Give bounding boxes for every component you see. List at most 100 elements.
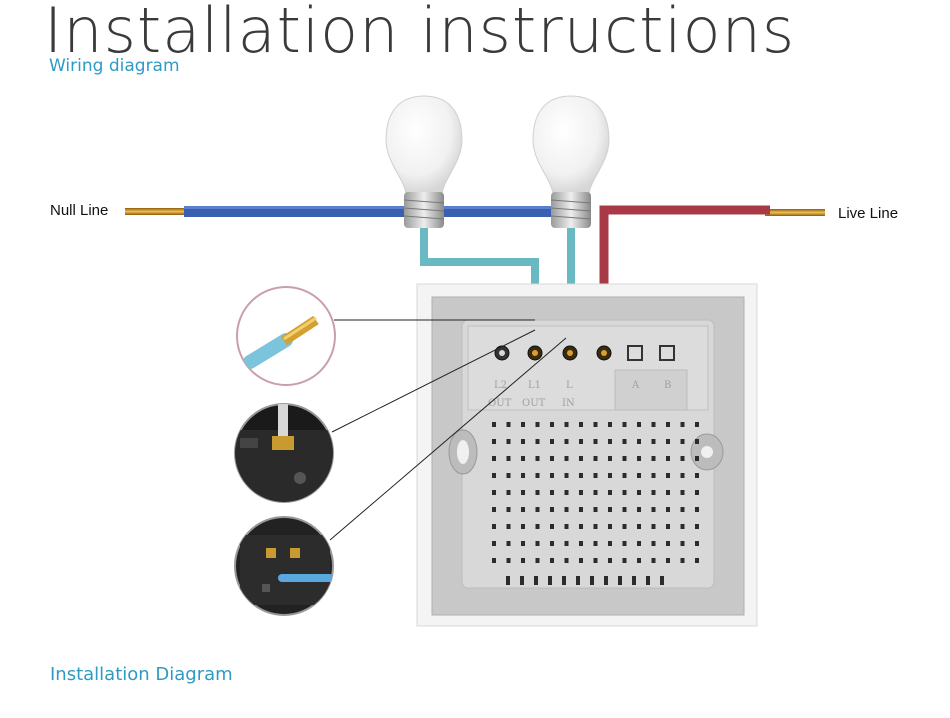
screwdriver-detail (234, 403, 334, 503)
vent-hole (637, 456, 641, 461)
vent-hole (608, 490, 612, 495)
vent-hole (680, 422, 685, 427)
vent-hole (622, 524, 627, 529)
vent-hole (579, 558, 583, 563)
vent-hole (506, 558, 511, 563)
vent-hole (550, 422, 554, 427)
vent-hole (579, 439, 583, 444)
vent-hole (622, 507, 627, 512)
vent-hole (535, 490, 540, 495)
null-line-wire (125, 206, 559, 217)
vent-hole (550, 541, 554, 546)
vent-hole (564, 439, 569, 444)
vent-hole (521, 439, 525, 444)
vent-hole (666, 558, 670, 563)
vent-slot (660, 576, 664, 585)
vent-hole (506, 490, 511, 495)
vent-hole (492, 507, 496, 512)
vent-hole (579, 524, 583, 529)
light-bulb-2-icon (532, 95, 610, 228)
vent-hole (666, 541, 670, 546)
vent-hole (506, 473, 511, 478)
vent-hole (593, 558, 598, 563)
vent-hole (564, 473, 569, 478)
vent-hole (579, 507, 583, 512)
vent-hole (579, 541, 583, 546)
vent-hole (593, 422, 598, 427)
vent-hole (535, 456, 540, 461)
vent-hole (695, 541, 699, 546)
vent-hole (492, 558, 496, 563)
vent-slot (548, 576, 552, 585)
vent-hole (608, 422, 612, 427)
vent-hole (680, 507, 685, 512)
vent-hole (492, 541, 496, 546)
vent-hole (637, 541, 641, 546)
vent-hole (506, 507, 511, 512)
vent-hole (637, 490, 641, 495)
terminal-a (627, 345, 643, 361)
vent-hole (564, 490, 569, 495)
vent-hole (666, 490, 670, 495)
vent-hole (564, 507, 569, 512)
vent-hole (637, 473, 641, 478)
vent-hole (666, 524, 670, 529)
vent-hole (608, 507, 612, 512)
vent-slot (604, 576, 608, 585)
vent-hole (680, 541, 685, 546)
vent-hole (666, 439, 670, 444)
vent-hole (608, 558, 612, 563)
vent-hole (680, 490, 685, 495)
vent-hole (637, 422, 641, 427)
vent-hole (506, 541, 511, 546)
vent-slot (632, 576, 636, 585)
vent-hole (492, 524, 496, 529)
vent-hole (550, 507, 554, 512)
vent-slot (618, 576, 622, 585)
live-line-label: Live Line (838, 205, 899, 222)
vent-hole (608, 473, 612, 478)
vent-hole (506, 524, 511, 529)
terminal-label-l2: L2 (494, 380, 507, 391)
terminal-screw-l1 (527, 345, 543, 361)
vent-hole (651, 473, 656, 478)
terminal-screw-l (562, 345, 578, 361)
vent-hole (506, 456, 511, 461)
vent-hole (506, 439, 511, 444)
vent-hole (550, 473, 554, 478)
vent-hole (564, 558, 569, 563)
vent-hole (608, 524, 612, 529)
vent-hole (535, 524, 540, 529)
vent-holes (492, 422, 699, 563)
vent-slot (576, 576, 580, 585)
vent-hole (521, 456, 525, 461)
vent-hole (695, 439, 699, 444)
vent-hole (564, 456, 569, 461)
vent-hole (695, 473, 699, 478)
vent-hole (550, 558, 554, 563)
vent-hole (651, 439, 656, 444)
vent-hole (622, 422, 627, 427)
vent-hole (564, 524, 569, 529)
vent-hole (666, 473, 670, 478)
vent-hole (680, 558, 685, 563)
vent-hole (608, 541, 612, 546)
vent-hole (651, 456, 656, 461)
callout-lines (329, 319, 567, 541)
vent-hole (622, 439, 627, 444)
installation-diagram-label: Installation Diagram (50, 664, 233, 685)
vent-slot (506, 576, 510, 585)
light-bulb-1-icon (385, 95, 463, 228)
vent-hole (521, 507, 525, 512)
terminal-b (659, 345, 675, 361)
vent-hole (608, 456, 612, 461)
vent-hole (492, 490, 496, 495)
vent-hole (651, 558, 656, 563)
vent-hole (622, 490, 627, 495)
terminal-label-out-1: OUT (488, 398, 512, 409)
vent-hole (666, 422, 670, 427)
vent-slot (646, 576, 650, 585)
vent-hole (564, 541, 569, 546)
vent-hole (492, 439, 496, 444)
